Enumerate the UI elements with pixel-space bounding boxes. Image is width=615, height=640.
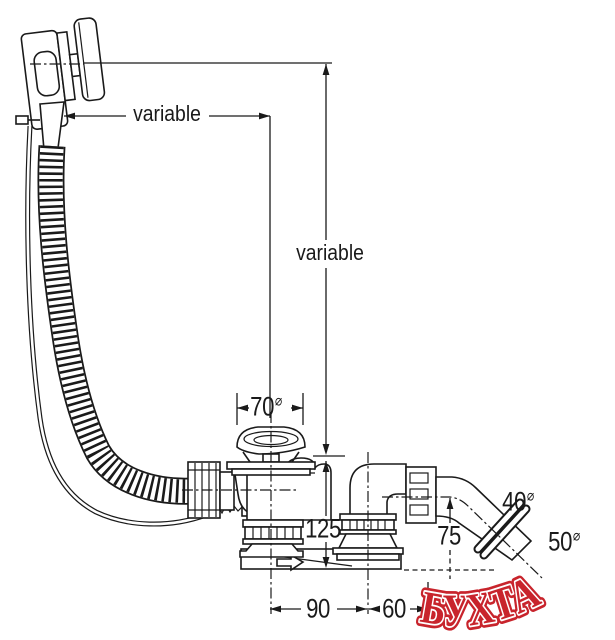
watermark: БУХТА БУХТА [413, 561, 552, 640]
dim-text: 50 [548, 526, 573, 557]
dim-label-90: 90 [306, 593, 330, 624]
hose-sleeve [39, 101, 65, 151]
outlet-trap [332, 463, 407, 561]
dim-text: 40 [502, 486, 527, 517]
dim-text: 125 [305, 513, 341, 544]
dim-label-40-diameter: 40⌀ [502, 486, 534, 517]
outlet-pipe [435, 476, 533, 562]
cable-anchor-pin [15, 115, 40, 125]
dim-text: 75 [437, 520, 461, 551]
dimension-lines [64, 62, 454, 613]
dim-text: 60 [382, 593, 406, 624]
flexible-overflow-hose [37, 145, 195, 505]
dim-label-75: 75 [437, 520, 461, 551]
outlet-union-nut [405, 466, 437, 524]
dim-text: 70 [250, 391, 275, 422]
diameter-symbol: ⌀ [526, 486, 534, 505]
diameter-symbol: ⌀ [274, 391, 282, 410]
watermark-text: БУХТА [415, 564, 548, 638]
dim-text: variable [296, 240, 364, 265]
dim-label-70-diameter: 70⌀ [250, 391, 282, 422]
dim-label-60: 60 [382, 593, 406, 624]
waste-union-nut [239, 519, 304, 558]
diameter-symbol: ⌀ [572, 526, 580, 545]
dim-label-variable-horizontal: variable [133, 103, 201, 125]
dim-text: 90 [306, 593, 330, 624]
dim-label-50-diameter: 50⌀ [548, 526, 580, 557]
overflow-knob-assembly [20, 17, 106, 130]
flow-arrow [276, 553, 305, 572]
dim-label-125: 125 [305, 513, 341, 544]
svg-text:БУХТА: БУХТА [417, 566, 547, 636]
outlet-gasket [473, 498, 531, 560]
dim-label-variable-vertical: variable [296, 242, 364, 264]
overflow-hose-nut [187, 461, 235, 519]
dim-text: variable [133, 101, 201, 126]
